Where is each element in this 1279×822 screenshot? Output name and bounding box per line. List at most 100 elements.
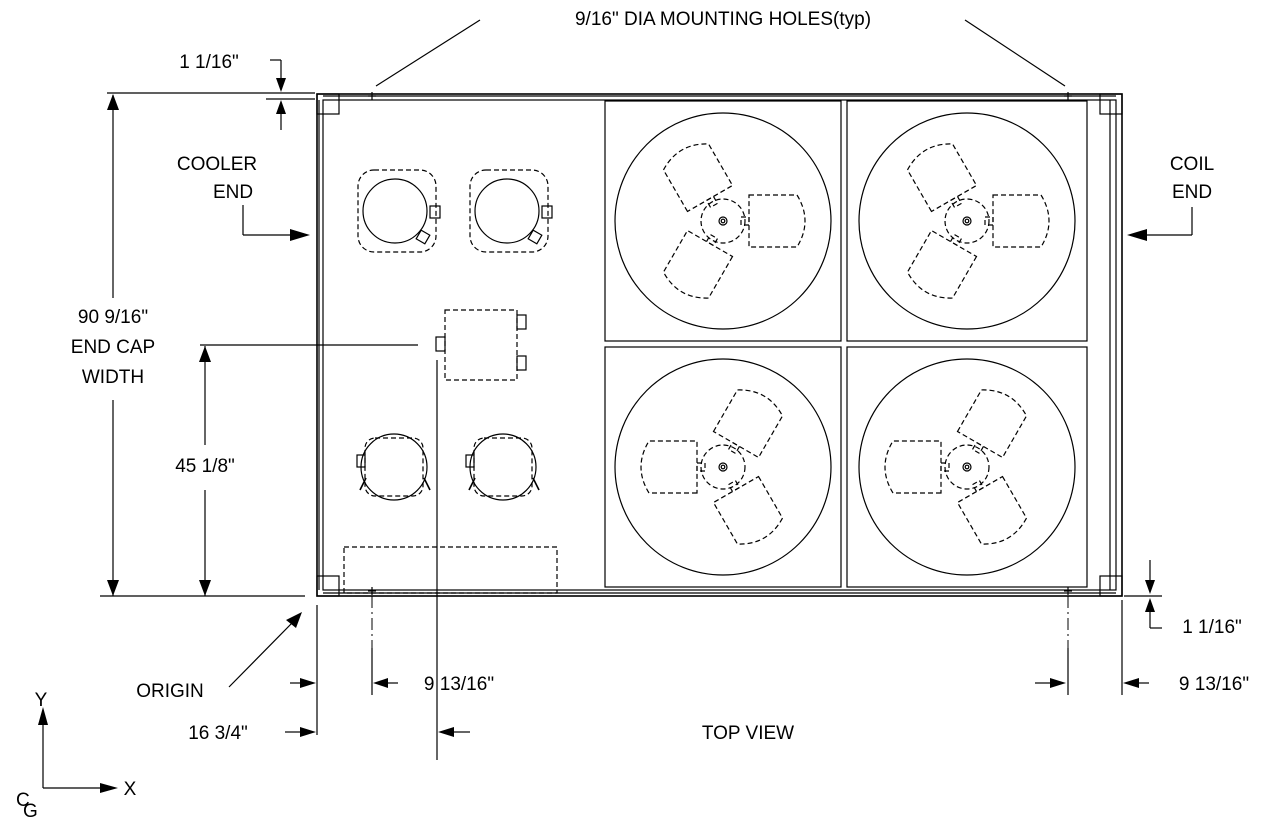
origin-label: ORIGIN bbox=[136, 681, 204, 702]
width-label-line2: END CAP bbox=[71, 337, 155, 358]
fan-hub bbox=[944, 444, 990, 490]
mounting-hole-marker bbox=[368, 92, 1072, 595]
blade-outline bbox=[662, 229, 734, 299]
corner-post bbox=[1099, 93, 1123, 115]
hole-offset-left-label: 9 13/16" bbox=[424, 674, 494, 695]
axis-indicator bbox=[38, 707, 118, 793]
fan-shaft-center bbox=[964, 218, 970, 224]
blade-clamp bbox=[971, 441, 985, 455]
fan-shaft-center bbox=[964, 464, 970, 470]
blade-clamp bbox=[696, 462, 706, 472]
compressor-top-left bbox=[357, 169, 441, 253]
fan-hub bbox=[944, 198, 990, 244]
fan-ring bbox=[614, 358, 832, 576]
fan-hub bbox=[700, 444, 746, 490]
fan-panel bbox=[604, 100, 842, 342]
fan-shaft bbox=[962, 216, 972, 226]
fan-blade bbox=[662, 143, 734, 213]
fan-assembly bbox=[614, 112, 832, 330]
fan-shaft-center bbox=[720, 218, 726, 224]
fan-hub bbox=[700, 198, 746, 244]
blade-outline bbox=[956, 475, 1028, 545]
blade-outline bbox=[662, 143, 734, 213]
dimension-cg-y bbox=[199, 344, 418, 596]
blade-clamp bbox=[949, 233, 963, 247]
fan-assembly bbox=[614, 358, 832, 576]
top-offset-label: 1 1/16" bbox=[179, 52, 239, 73]
blade-clamp bbox=[971, 479, 985, 493]
dimension-top-offset bbox=[107, 59, 315, 130]
fan-ring bbox=[858, 358, 1076, 576]
blade-outline bbox=[992, 194, 1050, 248]
cooler-end-label-line2: END bbox=[213, 182, 253, 203]
mounting-holes-label: 9/16" DIA MOUNTING HOLES(typ) bbox=[575, 9, 871, 30]
fan-blade bbox=[906, 229, 978, 299]
hole-offset-right-label: 9 13/16" bbox=[1179, 674, 1249, 695]
fan-ring bbox=[614, 112, 832, 330]
fan-panel bbox=[604, 346, 842, 588]
cooler-end-arrow bbox=[242, 205, 310, 241]
condenser-fans bbox=[604, 100, 1088, 588]
fan-blade bbox=[662, 229, 734, 299]
fan-blade bbox=[906, 143, 978, 213]
blade-outline bbox=[906, 143, 978, 213]
control-box bbox=[435, 309, 527, 381]
blade-clamp bbox=[949, 195, 963, 209]
fan-panel bbox=[846, 100, 1088, 342]
dimension-bottom-offset bbox=[1124, 560, 1162, 629]
blade-clamp bbox=[705, 233, 719, 247]
blade-outline bbox=[748, 194, 806, 248]
fan-motor bbox=[640, 440, 706, 494]
access-panel bbox=[343, 546, 558, 594]
blade-clamp bbox=[727, 479, 741, 493]
fan-assembly bbox=[858, 112, 1076, 330]
cg-symbol: C bbox=[16, 790, 30, 811]
blade-clamp bbox=[705, 195, 719, 209]
fan-blade bbox=[712, 389, 784, 459]
view-title: TOP VIEW bbox=[702, 723, 794, 744]
mounting-holes-leaders bbox=[375, 19, 1066, 87]
dimension-hole-offset-right bbox=[1035, 600, 1149, 695]
cooler-end-label-line1: COOLER bbox=[177, 154, 257, 175]
fan-ring bbox=[858, 112, 1076, 330]
coil-end-label-line2: END bbox=[1172, 182, 1212, 203]
blade-outline bbox=[712, 475, 784, 545]
blade-clamp bbox=[727, 441, 741, 455]
compressor-bottom-left bbox=[356, 433, 431, 501]
fan-assembly bbox=[858, 358, 1076, 576]
blade-clamp bbox=[740, 216, 750, 226]
corner-post bbox=[316, 93, 340, 115]
fan-blade bbox=[956, 475, 1028, 545]
blade-outline bbox=[906, 229, 978, 299]
fan-motor bbox=[884, 440, 950, 494]
corner-post bbox=[1099, 575, 1123, 597]
fan-shaft bbox=[962, 462, 972, 472]
width-label-line3: WIDTH bbox=[82, 367, 144, 388]
fan-panel bbox=[846, 346, 1088, 588]
blade-outline bbox=[956, 389, 1028, 459]
coil-end-label-line1: COIL bbox=[1170, 154, 1214, 175]
fan-blade bbox=[712, 475, 784, 545]
compressor-bottom-right bbox=[465, 433, 540, 501]
cg-y-label: 45 1/8" bbox=[175, 456, 235, 477]
blade-clamp bbox=[940, 462, 950, 472]
fan-shaft bbox=[718, 462, 728, 472]
fan-motor bbox=[984, 194, 1050, 248]
fan-shaft-center bbox=[720, 464, 726, 470]
bottom-offset-label: 1 1/16" bbox=[1182, 617, 1242, 638]
width-label-line1: 90 9/16" bbox=[78, 307, 148, 328]
dimension-width bbox=[100, 94, 305, 597]
blade-outline bbox=[884, 440, 942, 494]
dimension-cg-x bbox=[285, 727, 470, 737]
compressor-top-right bbox=[469, 169, 553, 253]
unit-outline bbox=[316, 92, 1123, 597]
blade-clamp bbox=[984, 216, 994, 226]
corner-post bbox=[316, 575, 340, 597]
fan-blade bbox=[956, 389, 1028, 459]
axis-y-label: Y bbox=[35, 690, 48, 711]
origin-leader bbox=[228, 612, 302, 688]
fan-motor bbox=[740, 194, 806, 248]
blade-outline bbox=[640, 440, 698, 494]
cg-symbol-subscript: G bbox=[23, 801, 38, 822]
